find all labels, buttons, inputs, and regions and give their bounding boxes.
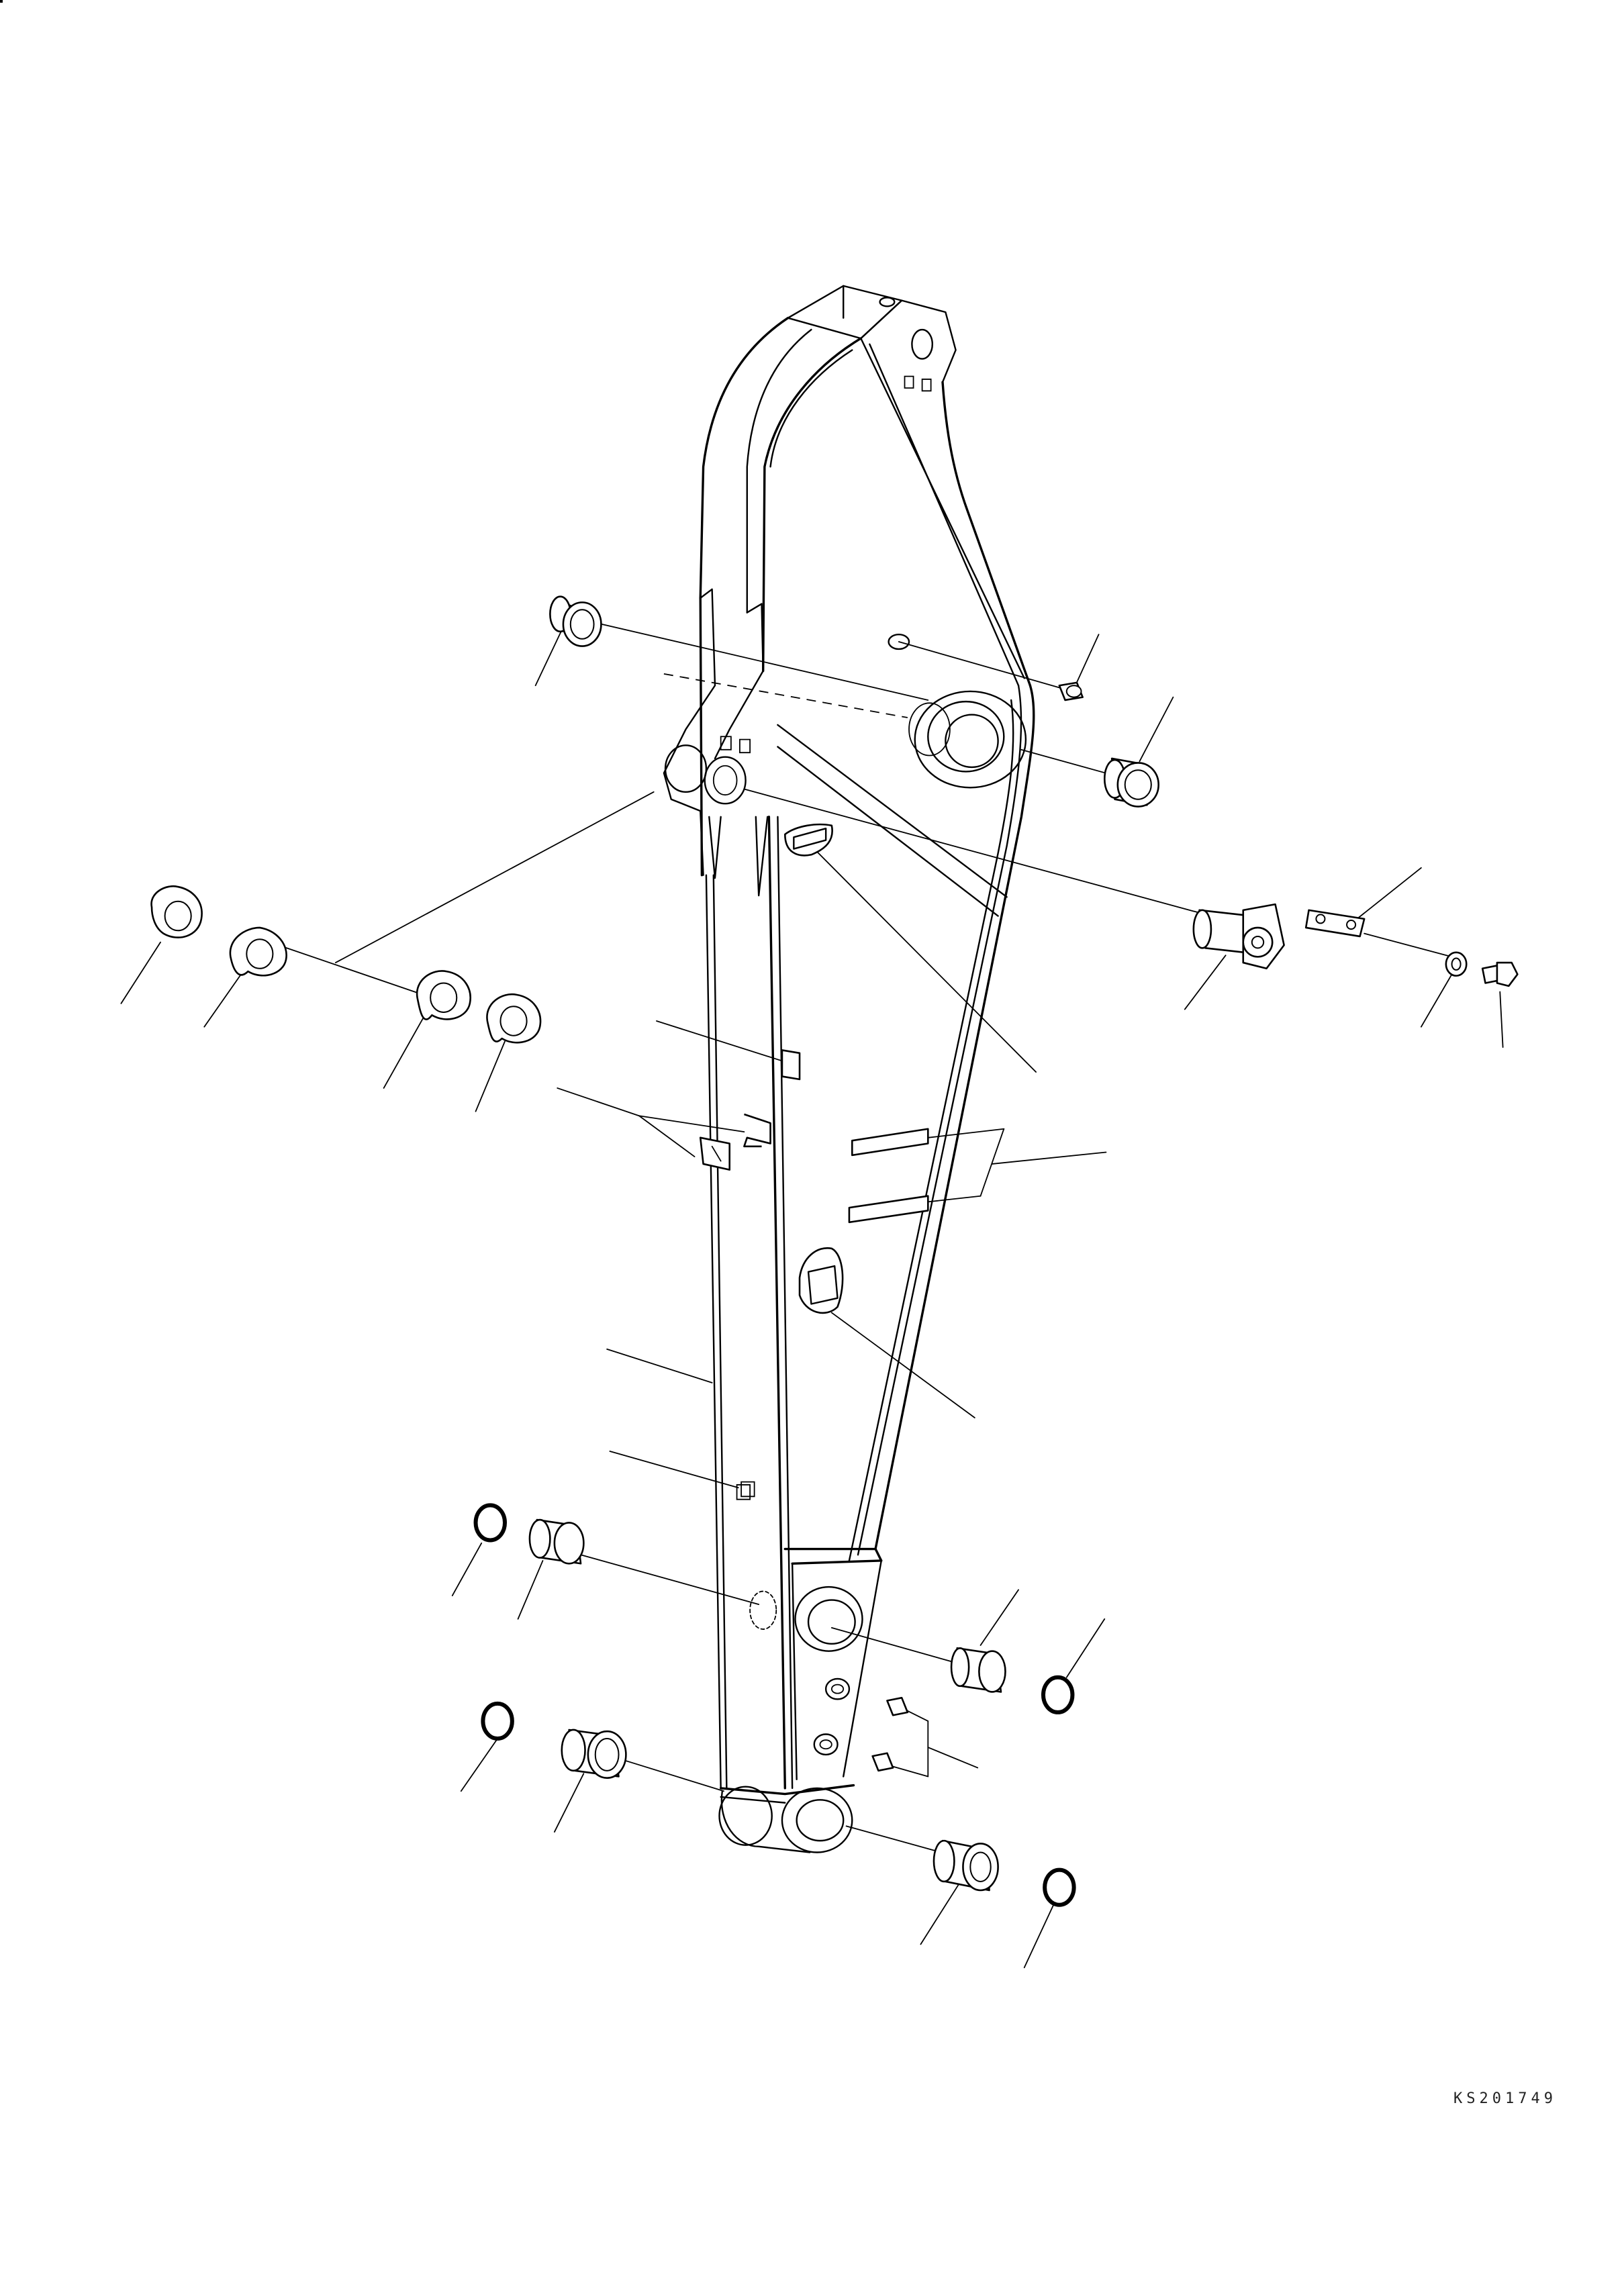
leader-lines [121, 622, 1502, 1968]
grease-fittings [873, 683, 1083, 1771]
lock-plate [1306, 910, 1364, 936]
bushing-upper-right [1104, 759, 1158, 807]
bushing-pivot-left [562, 1730, 626, 1778]
washer [1446, 953, 1466, 976]
corner-mark [0, 0, 3, 3]
shims [152, 886, 540, 1042]
clamp-brackets [700, 1050, 800, 1169]
arm-body [664, 286, 1034, 1853]
bushing-pivot-right [934, 1841, 998, 1890]
wear-plates [849, 1129, 928, 1222]
bolt [1482, 963, 1517, 986]
drawing-code: KS201749 [1453, 2090, 1557, 2107]
pin-axis-line [664, 674, 908, 718]
arm-pin [1194, 904, 1284, 969]
bushing-upper-left [550, 597, 601, 646]
bushing-lower-right [951, 1648, 1005, 1692]
bushing-lower-left [530, 1520, 583, 1563]
seal-rings [476, 1505, 1074, 1904]
access-covers [785, 824, 843, 1313]
